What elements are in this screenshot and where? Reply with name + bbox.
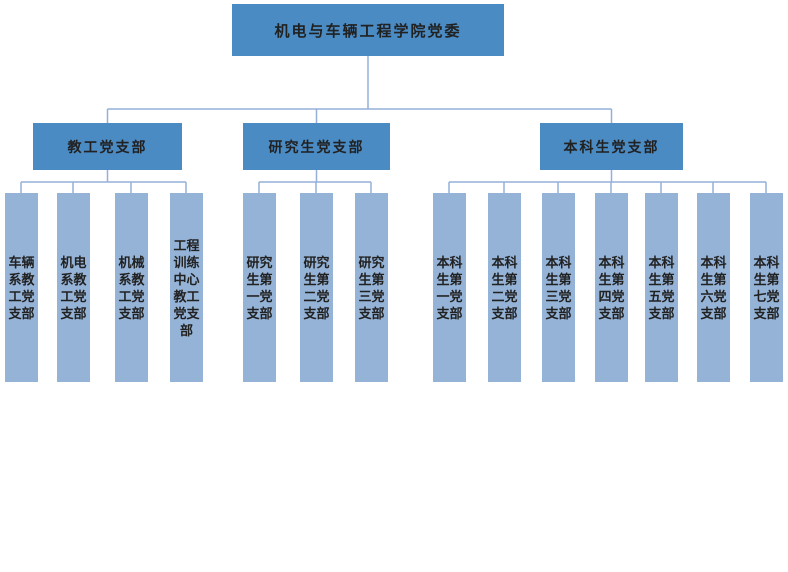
org-box-graduate-branch-3: 研究生第三党支部 (355, 193, 388, 382)
org-box-undergraduate-branch-7: 本科生第七党支部 (750, 193, 783, 382)
org-box-vehicle-dept-teachers: 车辆系教工党支部 (5, 193, 38, 382)
connector-group (20, 56, 767, 193)
org-box-teachers-branch: 教工党支部 (33, 123, 182, 170)
org-box-undergraduate-branch-5: 本科生第五党支部 (645, 193, 678, 382)
org-box-party-committee: 机电与车辆工程学院党委 (232, 4, 504, 56)
org-box-graduate-branch-2: 研究生第二党支部 (300, 193, 333, 382)
org-box-undergraduate-branch-4: 本科生第四党支部 (595, 193, 628, 382)
org-box-undergraduate-branch-2: 本科生第二党支部 (488, 193, 521, 382)
org-box-undergraduates-branch: 本科生党支部 (540, 123, 683, 170)
connector-undergraduates-branch (448, 170, 767, 193)
connector-teachers-branch (20, 170, 187, 193)
org-box-undergraduate-branch-1: 本科生第一党支部 (433, 193, 466, 382)
connector-graduates-branch (258, 170, 372, 193)
org-box-machinery-dept-teachers: 机械系教工党支部 (115, 193, 148, 382)
org-box-graduates-branch: 研究生党支部 (243, 123, 390, 170)
org-box-engineering-training-center-teachers: 工程训练中心教工党支部 (170, 193, 203, 382)
org-box-mechatronics-dept-teachers: 机电系教工党支部 (57, 193, 90, 382)
org-box-undergraduate-branch-3: 本科生第三党支部 (542, 193, 575, 382)
org-box-graduate-branch-1: 研究生第一党支部 (243, 193, 276, 382)
org-box-undergraduate-branch-6: 本科生第六党支部 (697, 193, 730, 382)
connector-root-to-branches (106, 56, 613, 123)
